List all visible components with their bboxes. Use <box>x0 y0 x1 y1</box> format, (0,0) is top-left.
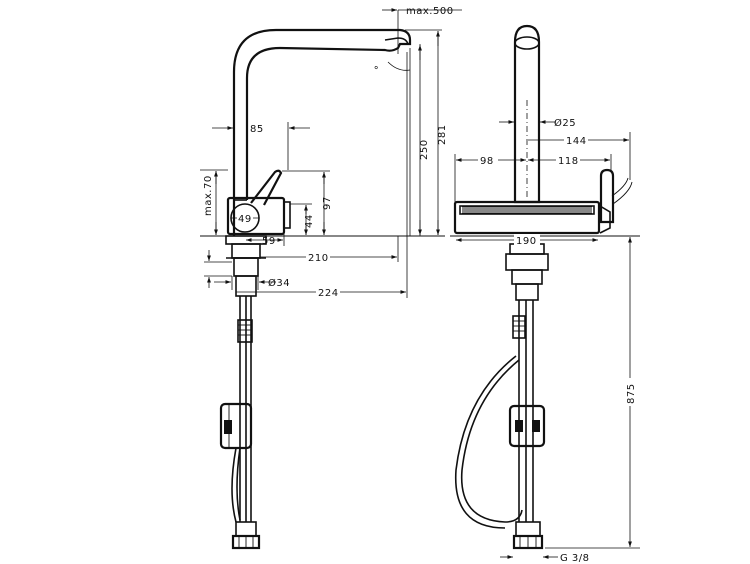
front-lever <box>599 168 615 224</box>
spout-outline <box>232 28 412 236</box>
label-d25: Ø25 <box>554 117 576 129</box>
label-144: 144 <box>566 136 587 147</box>
label-d34: Ø34 <box>268 277 290 289</box>
label-max-70: max.70 <box>203 175 214 216</box>
label-224: 224 <box>318 288 339 299</box>
label-98: 98 <box>480 156 494 167</box>
label-210: 210 <box>308 253 329 264</box>
lever <box>250 169 283 206</box>
base-hatching <box>462 206 592 214</box>
side-view-dimensions: max.500 85 ° 250 281 97 44 <box>200 6 462 299</box>
label-59: 59 <box>262 236 276 247</box>
label-g38: G 3/8 <box>560 553 590 564</box>
label-250: 250 <box>419 139 430 160</box>
angle-mark: ° <box>373 64 385 74</box>
pull-out-hose-loop <box>460 359 523 523</box>
front-view-dimensions: Ø25 144 98 118 190 875 G 3/8 <box>454 100 640 564</box>
label-97: 97 <box>322 196 333 210</box>
label-85: 85 <box>250 124 264 135</box>
label-118: 118 <box>558 156 579 167</box>
label-875: 875 <box>626 383 637 404</box>
front-hose-weight <box>508 404 546 448</box>
front-view <box>450 24 640 550</box>
label-281: 281 <box>437 124 448 145</box>
label-49: 49 <box>238 214 252 225</box>
label-190: 190 <box>516 236 537 247</box>
label-44: 44 <box>304 214 315 228</box>
front-base <box>453 200 601 235</box>
label-max-500: max.500 <box>406 6 454 17</box>
